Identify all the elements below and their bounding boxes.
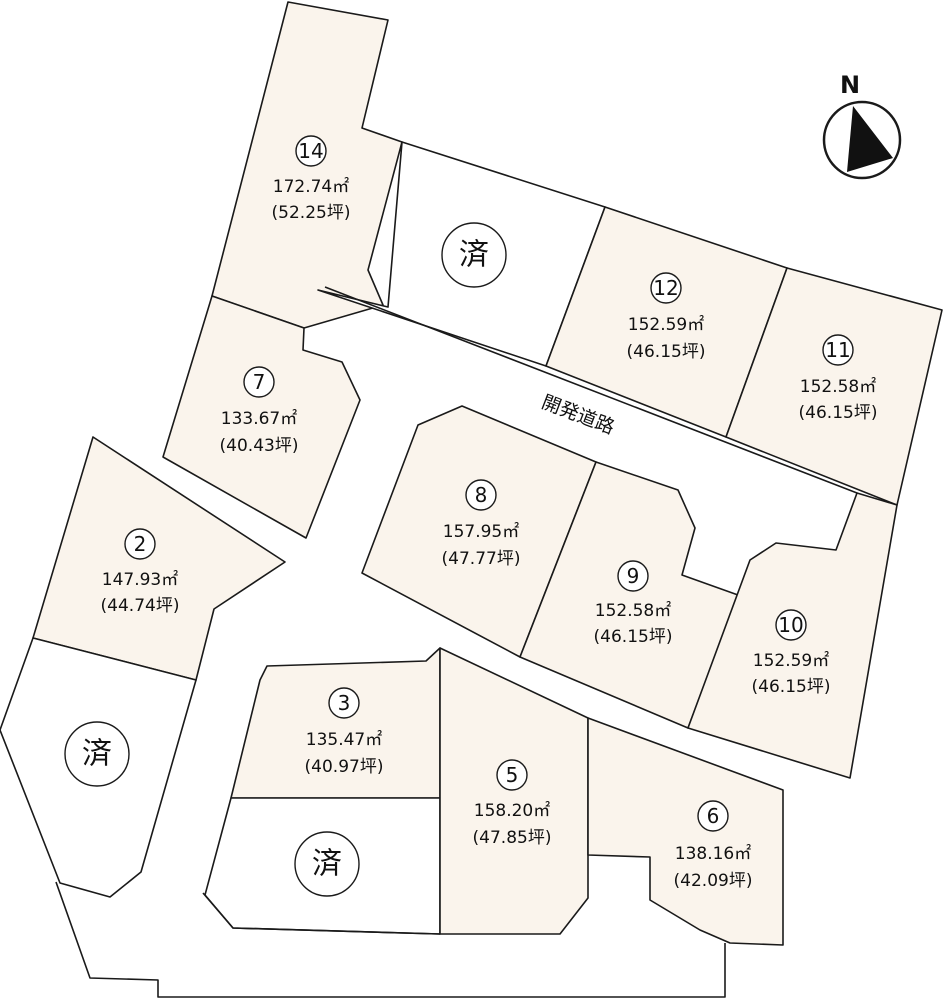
compass-needle — [847, 106, 893, 172]
lot-number: 2 — [134, 532, 147, 556]
lot-area-sqm: 152.59㎡ — [628, 315, 704, 335]
lot-6-parcel[interactable] — [587, 717, 784, 946]
lot-number: 9 — [627, 564, 640, 588]
development-road-edge-upper — [324, 286, 858, 494]
lot-area-sqm: 152.59㎡ — [753, 651, 829, 671]
lot-area-sqm: 135.47㎡ — [306, 730, 382, 750]
lot-14-label: 14 172.74㎡ (52.25坪) — [272, 135, 351, 223]
lot-9-parcel[interactable] — [519, 461, 739, 729]
lot-6-label: 6 138.16㎡ (42.09坪) — [674, 800, 753, 891]
lot-area-sqm: 152.58㎡ — [800, 377, 876, 397]
lot-area-tsubo: (44.74坪) — [101, 596, 180, 616]
lot-area-sqm: 133.67㎡ — [221, 409, 297, 429]
lot-number: 12 — [653, 276, 678, 300]
road-label: 開発道路 — [539, 391, 618, 439]
lot-area-tsubo: (40.43坪) — [220, 436, 299, 456]
lot-7-label: 7 133.67㎡ (40.43坪) — [220, 366, 299, 456]
road-south-edge — [202, 892, 441, 935]
lot-number: 6 — [707, 804, 720, 828]
lot-11-label: 11 152.58㎡ (46.15坪) — [799, 334, 878, 423]
lot-number-badge — [295, 135, 327, 167]
lot-number: 3 — [338, 691, 351, 715]
lot-area-sqm: 158.20㎡ — [474, 801, 550, 821]
lot-area-tsubo: (47.77坪) — [442, 549, 521, 569]
lot-number-badge — [775, 609, 807, 641]
lot-7-parcel[interactable] — [162, 295, 361, 539]
lot-2-label: 2 147.93㎡ (44.74坪) — [101, 528, 180, 616]
sold-marker-south: 済 — [294, 831, 360, 897]
lot-area-tsubo: (42.09坪) — [674, 871, 753, 891]
lot-area-tsubo: (46.15坪) — [627, 342, 706, 362]
sold-badge — [441, 222, 507, 288]
lot-number-badge — [617, 560, 649, 592]
lot-number: 10 — [778, 613, 803, 637]
road-cul-de-sac-bottom — [55, 881, 726, 998]
lot-area-sqm: 138.16㎡ — [675, 844, 751, 864]
lot-area-sqm: 157.95㎡ — [443, 522, 519, 542]
lot-number-badge — [496, 759, 528, 791]
lot-area-tsubo: (46.15坪) — [752, 677, 831, 697]
lot-2-parcel[interactable] — [32, 436, 286, 681]
lot-number: 11 — [825, 338, 850, 362]
sold-label: 済 — [312, 847, 342, 882]
lot-area-sqm: 152.58㎡ — [595, 601, 671, 621]
sold-marker-west: 済 — [64, 721, 130, 787]
sold-marker-north: 済 — [441, 222, 507, 288]
sold-label: 済 — [459, 238, 489, 273]
lot-area-tsubo: (52.25坪) — [272, 203, 351, 223]
lot-12-label: 12 152.59㎡ (46.15坪) — [627, 272, 706, 362]
lot-number: 5 — [506, 763, 519, 787]
lot-area-tsubo: (46.15坪) — [799, 403, 878, 423]
lot-area-tsubo: (46.15坪) — [594, 627, 673, 647]
lot-area-sqm: 172.74㎡ — [273, 177, 349, 197]
lot-number-badge — [650, 272, 682, 304]
north-arrow-icon: N — [822, 71, 902, 180]
lot-5-parcel[interactable] — [439, 647, 589, 935]
lot-area-tsubo: (47.85坪) — [473, 828, 552, 848]
lot-number: 8 — [475, 483, 488, 507]
sold-label: 済 — [82, 737, 112, 772]
lot-9-label: 9 152.58㎡ (46.15坪) — [594, 560, 673, 647]
lot-number: 7 — [253, 370, 266, 394]
north-label: N — [840, 71, 860, 99]
sold-badge — [64, 721, 130, 787]
lot-number-badge — [697, 800, 729, 832]
lot-10-label: 10 152.59㎡ (46.15坪) — [752, 609, 831, 697]
lot-5-label: 5 158.20㎡ (47.85坪) — [473, 759, 552, 848]
lot-8-label: 8 157.95㎡ (47.77坪) — [442, 479, 521, 569]
lot-3-label: 3 135.47㎡ (40.97坪) — [305, 687, 384, 777]
lot-area-sqm: 147.93㎡ — [102, 570, 178, 590]
lot-area-tsubo: (40.97坪) — [305, 757, 384, 777]
lot-number-badge — [822, 334, 854, 366]
lot-number-badge — [328, 687, 360, 719]
lot-number-badge — [243, 366, 275, 398]
lot-number: 14 — [298, 139, 323, 163]
lot-number-badge — [465, 479, 497, 511]
sold-badge — [294, 831, 360, 897]
lot-number-badge — [124, 528, 156, 560]
